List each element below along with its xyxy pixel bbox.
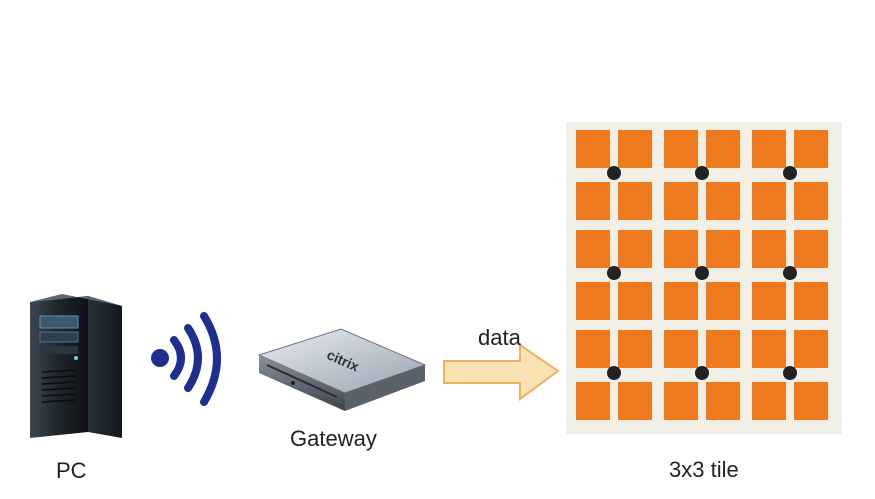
tile-square: [576, 182, 610, 220]
tile-square: [706, 330, 740, 368]
tile-square: [706, 282, 740, 320]
tile-square: [794, 230, 828, 268]
tile-square: [664, 130, 698, 168]
tile-cell: [752, 330, 828, 420]
tile-cell: [752, 130, 828, 220]
tile-node-dot: [607, 266, 621, 280]
tile-square: [794, 282, 828, 320]
tile-square: [664, 282, 698, 320]
tile-node-dot: [695, 366, 709, 380]
tile-square: [794, 330, 828, 368]
tile-square: [664, 330, 698, 368]
tile-grid: [566, 122, 842, 434]
tile-node-dot: [695, 266, 709, 280]
tile-cell: [752, 230, 828, 320]
tile-square: [618, 182, 652, 220]
tile-square: [752, 182, 786, 220]
tile-square: [576, 382, 610, 420]
tile-square: [618, 230, 652, 268]
data-label: data: [478, 325, 521, 350]
tile-square: [618, 382, 652, 420]
tile-square: [752, 330, 786, 368]
tile-square: [752, 230, 786, 268]
tile-node-dot: [783, 266, 797, 280]
tile-square: [618, 130, 652, 168]
tile-node-dot: [607, 166, 621, 180]
tile-square: [664, 182, 698, 220]
pc-tower-icon: [30, 294, 122, 438]
tile-square: [706, 182, 740, 220]
pc-label: PC: [56, 458, 87, 483]
tile-node-dot: [783, 166, 797, 180]
tile-square: [794, 182, 828, 220]
tile-square: [794, 382, 828, 420]
tile-square: [618, 282, 652, 320]
tile-node-dot: [607, 366, 621, 380]
tile-square: [752, 382, 786, 420]
tile-square: [706, 230, 740, 268]
tile-square: [618, 330, 652, 368]
tile-square: [752, 282, 786, 320]
tile-label: 3x3 tile: [669, 457, 739, 482]
tile-square: [664, 382, 698, 420]
gateway-appliance-icon: citrix: [257, 328, 427, 411]
tile-node-dot: [783, 366, 797, 380]
tile-square: [576, 130, 610, 168]
tile-square: [576, 230, 610, 268]
tile-cell: [576, 230, 652, 320]
tile-square: [576, 282, 610, 320]
wifi-signal-icon: [151, 312, 221, 406]
tile-cell: [576, 330, 652, 420]
right-arrow-icon: [443, 343, 560, 401]
gateway-label: Gateway: [290, 426, 377, 451]
tile-square: [706, 382, 740, 420]
tile-cell: [664, 130, 740, 220]
tile-square: [794, 130, 828, 168]
tile-square: [664, 230, 698, 268]
tile-square: [706, 130, 740, 168]
tile-square: [576, 330, 610, 368]
tile-cell: [664, 330, 740, 420]
tile-cell: [576, 130, 652, 220]
tile-node-dot: [695, 166, 709, 180]
tile-square: [752, 130, 786, 168]
tile-cell: [664, 230, 740, 320]
